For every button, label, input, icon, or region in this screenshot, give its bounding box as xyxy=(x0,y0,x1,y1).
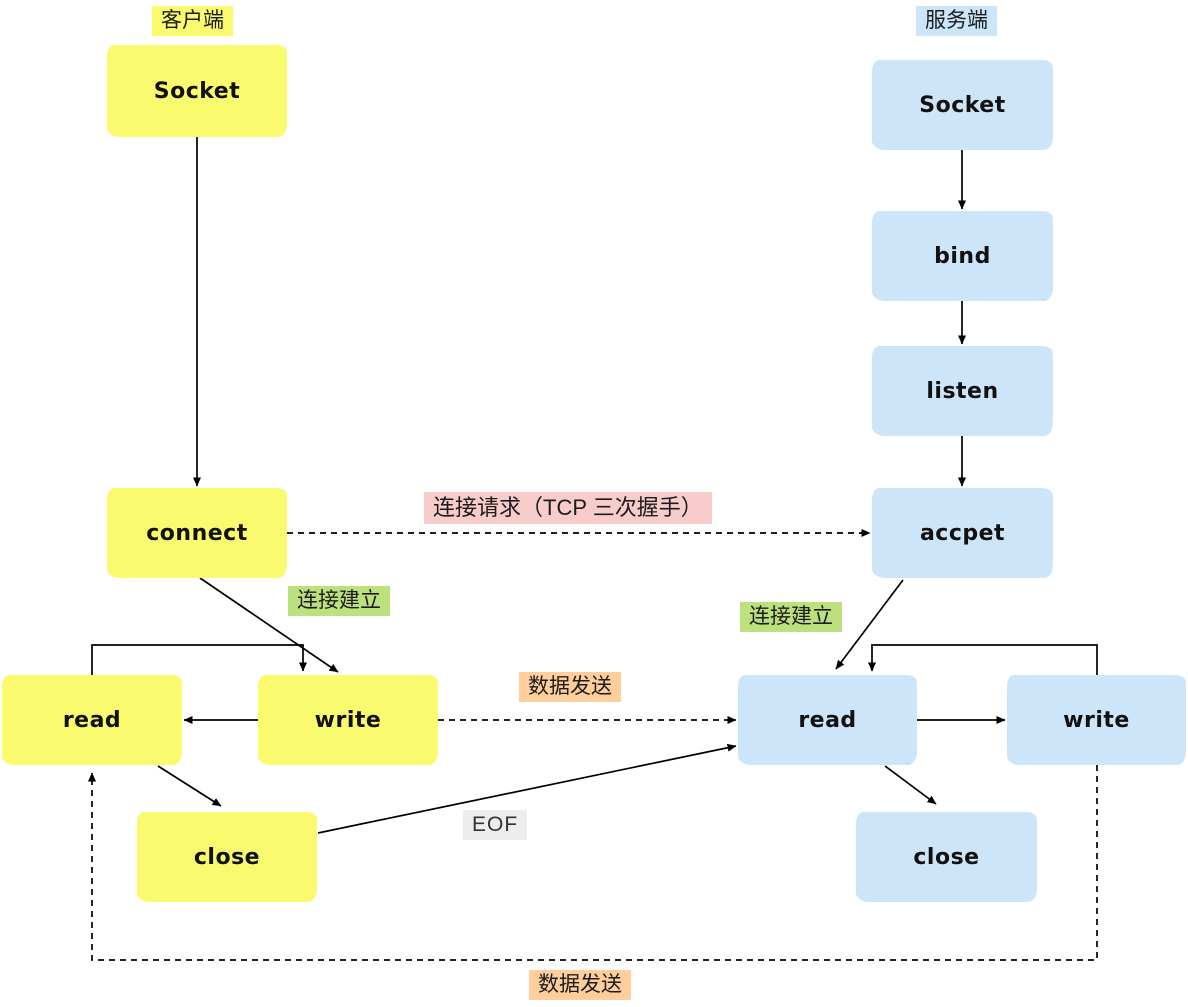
arrow-client-read-loop-to-write xyxy=(91,644,307,675)
arrow-server-write-loop-to-read xyxy=(868,644,1098,675)
server-accept-node: accpet xyxy=(872,488,1053,578)
server-read-node: read xyxy=(738,675,917,765)
client-lane-label: 客户端 xyxy=(152,6,233,37)
arrow-client-close-eof-to-server-read xyxy=(317,743,737,834)
arrow-server-write-to-client-read-dashed xyxy=(88,765,1098,961)
arrow-connect-to-client-write xyxy=(199,577,339,673)
client-write-node: write xyxy=(258,675,438,765)
client-close-node: close xyxy=(137,812,317,902)
connection-established-label-client: 连接建立 xyxy=(288,586,390,617)
tcp-handshake-label: 连接请求（TCP 三次握手） xyxy=(424,492,712,524)
data-send-label-middle: 数据发送 xyxy=(519,672,621,703)
client-read-node: read xyxy=(2,675,182,765)
server-listen-node: listen xyxy=(872,346,1053,436)
connection-established-label-server: 连接建立 xyxy=(740,602,842,633)
arrow-client-read-to-close xyxy=(157,765,222,807)
server-close-node: close xyxy=(856,812,1037,902)
data-send-label-bottom: 数据发送 xyxy=(529,970,631,1001)
client-socket-node: Socket xyxy=(107,45,287,137)
server-lane-label: 服务端 xyxy=(916,6,997,37)
server-socket-node: Socket xyxy=(872,60,1053,150)
arrow-server-read-to-close xyxy=(884,765,937,805)
eof-label: EOF xyxy=(463,810,528,841)
client-connect-node: connect xyxy=(107,488,287,578)
server-bind-node: bind xyxy=(872,211,1053,301)
arrow-accept-to-server-read xyxy=(835,579,904,670)
server-write-node: write xyxy=(1007,675,1186,765)
